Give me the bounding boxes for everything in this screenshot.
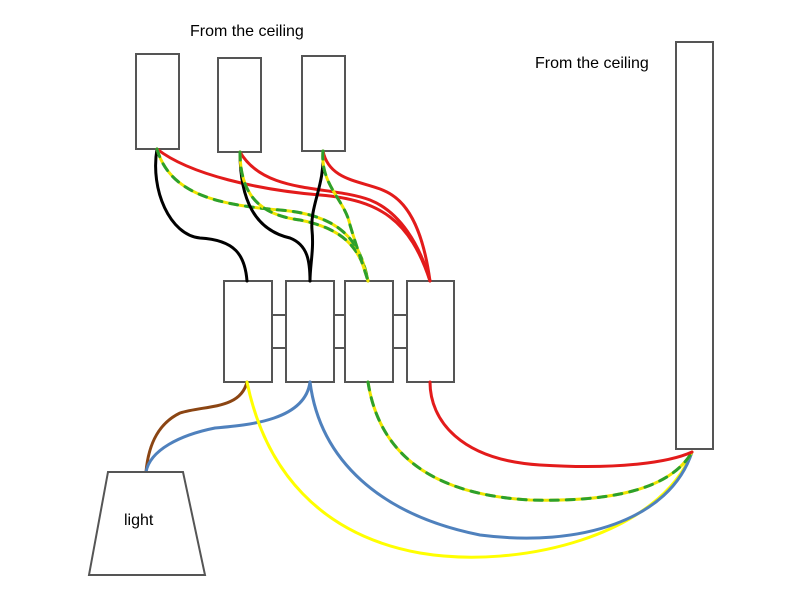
live-wire-2 (238, 150, 432, 283)
neutral-wire-2 (238, 150, 312, 283)
terminal-2 (285, 280, 335, 383)
ceiling-cable-3 (301, 55, 346, 152)
connector-bridge-1 (270, 314, 288, 349)
ceiling-label-right: From the ceiling (535, 55, 649, 72)
earth-wire-2 (238, 150, 370, 283)
yellow-wire (245, 380, 694, 559)
blue-wire-light (144, 380, 312, 474)
earth-wire-long (366, 380, 694, 502)
neutral-wire-1 (154, 147, 249, 283)
neutral-wire-3 (308, 149, 325, 283)
brown-wire (144, 380, 249, 474)
ceiling-cable-2 (217, 57, 262, 153)
blue-wire-long (308, 380, 694, 540)
earth-wire-1 (155, 147, 370, 283)
connector-bridge-3 (391, 314, 409, 349)
earth-wire-3 (321, 149, 370, 283)
ceiling-cable-1 (135, 53, 180, 150)
live-wire-3 (321, 149, 432, 283)
terminal-1 (223, 280, 273, 383)
light-fitting (87, 471, 207, 576)
ceiling-cable-long (675, 41, 714, 450)
live-wire-1 (155, 147, 432, 283)
terminal-4 (406, 280, 455, 383)
ceiling-label-left: From the ceiling (190, 23, 304, 40)
terminal-3 (344, 280, 394, 383)
live-wire-long (428, 380, 694, 469)
light-label: light (124, 512, 154, 529)
